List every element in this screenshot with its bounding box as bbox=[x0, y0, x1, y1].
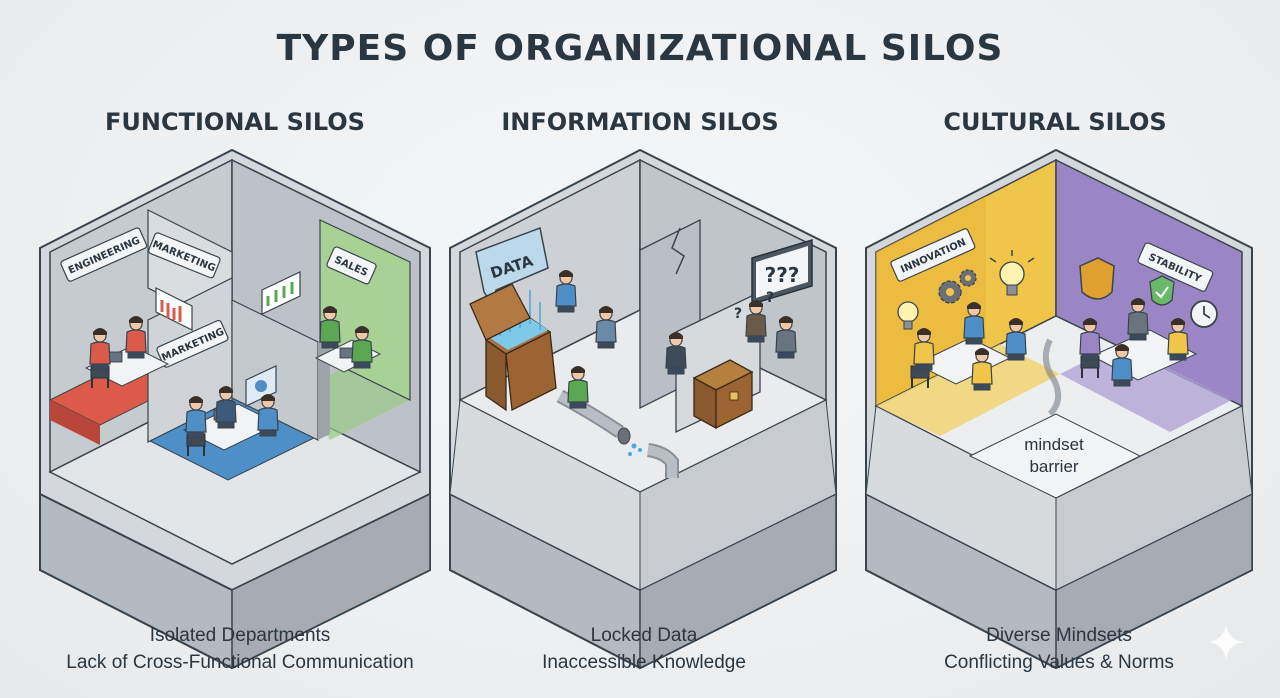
chart-board-icon bbox=[155, 287, 193, 331]
data-speech-bubble: DATA bbox=[475, 226, 549, 306]
question-sign: ??? bbox=[751, 238, 813, 306]
shield-check-icon bbox=[1149, 275, 1175, 306]
gear-icon bbox=[938, 269, 977, 304]
question-mark: ? bbox=[766, 290, 774, 306]
caption-line: Diverse Mindsets bbox=[986, 625, 1132, 646]
clock-icon bbox=[1190, 300, 1218, 328]
main-title: TYPES OF ORGANIZATIONAL SILOS bbox=[276, 28, 1004, 69]
information-silo-illustration: DATA ??? ? ? bbox=[449, 148, 837, 670]
caption-line: Locked Data bbox=[590, 625, 698, 646]
information-silos-caption: Locked Data Inaccessible Knowledge bbox=[424, 622, 864, 676]
caption-line: Inaccessible Knowledge bbox=[542, 652, 746, 673]
functional-silos-caption: Isolated Departments Lack of Cross-Funct… bbox=[20, 622, 460, 676]
mindset-barrier-label-line2: barrier bbox=[1029, 457, 1078, 476]
chart-board-icon bbox=[261, 271, 301, 315]
cultural-silos-caption: Diverse Mindsets Conflicting Values & No… bbox=[839, 622, 1279, 676]
mindset-barrier-label-line1: mindset bbox=[1024, 435, 1084, 454]
caption-line: Isolated Departments bbox=[149, 625, 331, 646]
shield-icon bbox=[1079, 257, 1115, 300]
screen-icon bbox=[245, 365, 277, 407]
open-data-chest-icon bbox=[469, 283, 557, 412]
question-marks-label: ??? bbox=[765, 263, 800, 287]
information-silos-title: INFORMATION SILOS bbox=[501, 108, 779, 136]
caption-line: Conflicting Values & Norms bbox=[944, 652, 1174, 673]
cultural-silos-title: CULTURAL SILOS bbox=[943, 108, 1167, 136]
question-mark: ? bbox=[734, 306, 742, 322]
caption-line: Lack of Cross-Functional Communication bbox=[66, 652, 414, 673]
lightbulb-icon bbox=[897, 301, 919, 330]
functional-silo-illustration: ENGINEERING MARKETING SALES MARKETING bbox=[39, 148, 431, 670]
cultural-silo-illustration: mindset barrier INNOVATION STABILITY bbox=[865, 148, 1253, 670]
lightbulb-icon bbox=[989, 250, 1035, 296]
functional-silos-title: FUNCTIONAL SILOS bbox=[105, 108, 365, 136]
sparkle-icon bbox=[1208, 624, 1244, 660]
leaking-pipe-icon bbox=[556, 389, 679, 478]
locked-chest-icon bbox=[692, 359, 754, 430]
